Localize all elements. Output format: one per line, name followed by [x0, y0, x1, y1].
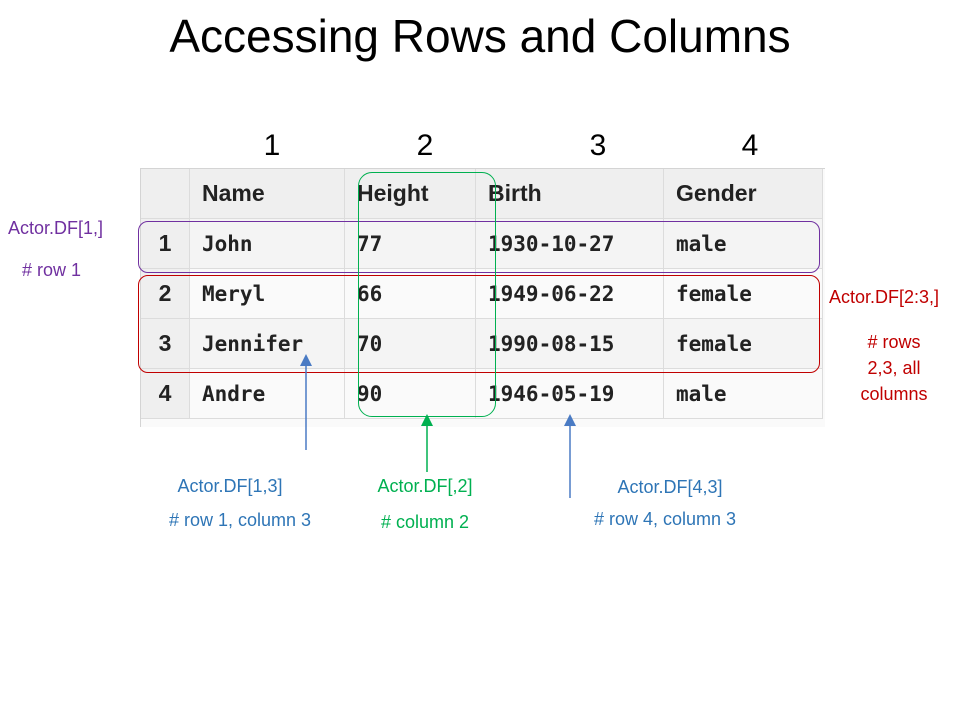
- cell-gender: female: [663, 268, 823, 319]
- column-2-code-label: Actor.DF[,2]: [377, 476, 473, 496]
- column-header-birth: Birth: [475, 169, 664, 219]
- row-1-highlight: [138, 221, 820, 273]
- rows-2-3-comment-line3: columns: [860, 384, 928, 404]
- row-1-code-label: Actor.DF[1,]: [8, 218, 104, 238]
- cell-name: Meryl: [189, 268, 345, 319]
- page-title: Accessing Rows and Columns: [169, 10, 791, 62]
- table-row: 2 Meryl 66 1949-06-22 female: [141, 268, 823, 319]
- cell-4-3-code-label: Actor.DF[4,3]: [617, 477, 723, 497]
- cell-4-3-comment-label: # row 4, column 3: [593, 509, 737, 529]
- cell-name: Andre: [189, 368, 345, 419]
- rows-2-3-code-label: Actor.DF[2:3,]: [829, 287, 940, 307]
- column-number-3: 3: [589, 129, 607, 162]
- cell-gender: male: [663, 368, 823, 419]
- column-2-comment-label: # column 2: [380, 512, 470, 532]
- cell-birth: 1990-08-15: [475, 318, 664, 369]
- row-index: 1: [141, 218, 190, 269]
- table-row: 1 John 77 1930-10-27 male: [141, 218, 823, 269]
- column-number-2: 2: [416, 129, 434, 162]
- cell-gender: male: [663, 218, 823, 269]
- column-header-gender: Gender: [663, 169, 823, 219]
- cell-name: John: [189, 218, 345, 269]
- cell-name: Jennifer: [189, 318, 345, 369]
- cell-1-3-code-label: Actor.DF[1,3]: [177, 476, 283, 496]
- row-index: 3: [141, 318, 190, 369]
- cell-height: 70: [344, 318, 476, 369]
- cell-birth: 1930-10-27: [475, 218, 664, 269]
- cell-birth: 1949-06-22: [475, 268, 664, 319]
- column-number-1: 1: [263, 129, 281, 162]
- rows-2-3-comment-line2: 2,3, all: [867, 358, 921, 378]
- cell-birth: 1946-05-19: [475, 368, 664, 419]
- rows-2-3-highlight: [138, 275, 820, 373]
- rows-2-3-comment-line1: # rows: [867, 332, 921, 352]
- table-row: 3 Jennifer 70 1990-08-15 female: [141, 318, 823, 369]
- cell-1-3-comment-label: # row 1, column 3: [168, 510, 312, 530]
- row-1-comment-label: # row 1: [22, 260, 82, 280]
- row-index: 4: [141, 368, 190, 419]
- data-frame-view: Name Height Birth Gender 1 John 77 1930-…: [140, 168, 825, 427]
- row-index-header: [141, 169, 190, 219]
- cell-height: 77: [344, 218, 476, 269]
- data-frame-table: Name Height Birth Gender 1 John 77 1930-…: [141, 169, 823, 419]
- table-header-row: Name Height Birth Gender: [141, 169, 823, 219]
- column-header-name: Name: [189, 169, 345, 219]
- cell-height: 66: [344, 268, 476, 319]
- table-row: 4 Andre 90 1946-05-19 male: [141, 368, 823, 419]
- cell-gender: female: [663, 318, 823, 369]
- column-number-4: 4: [741, 129, 759, 162]
- row-index: 2: [141, 268, 190, 319]
